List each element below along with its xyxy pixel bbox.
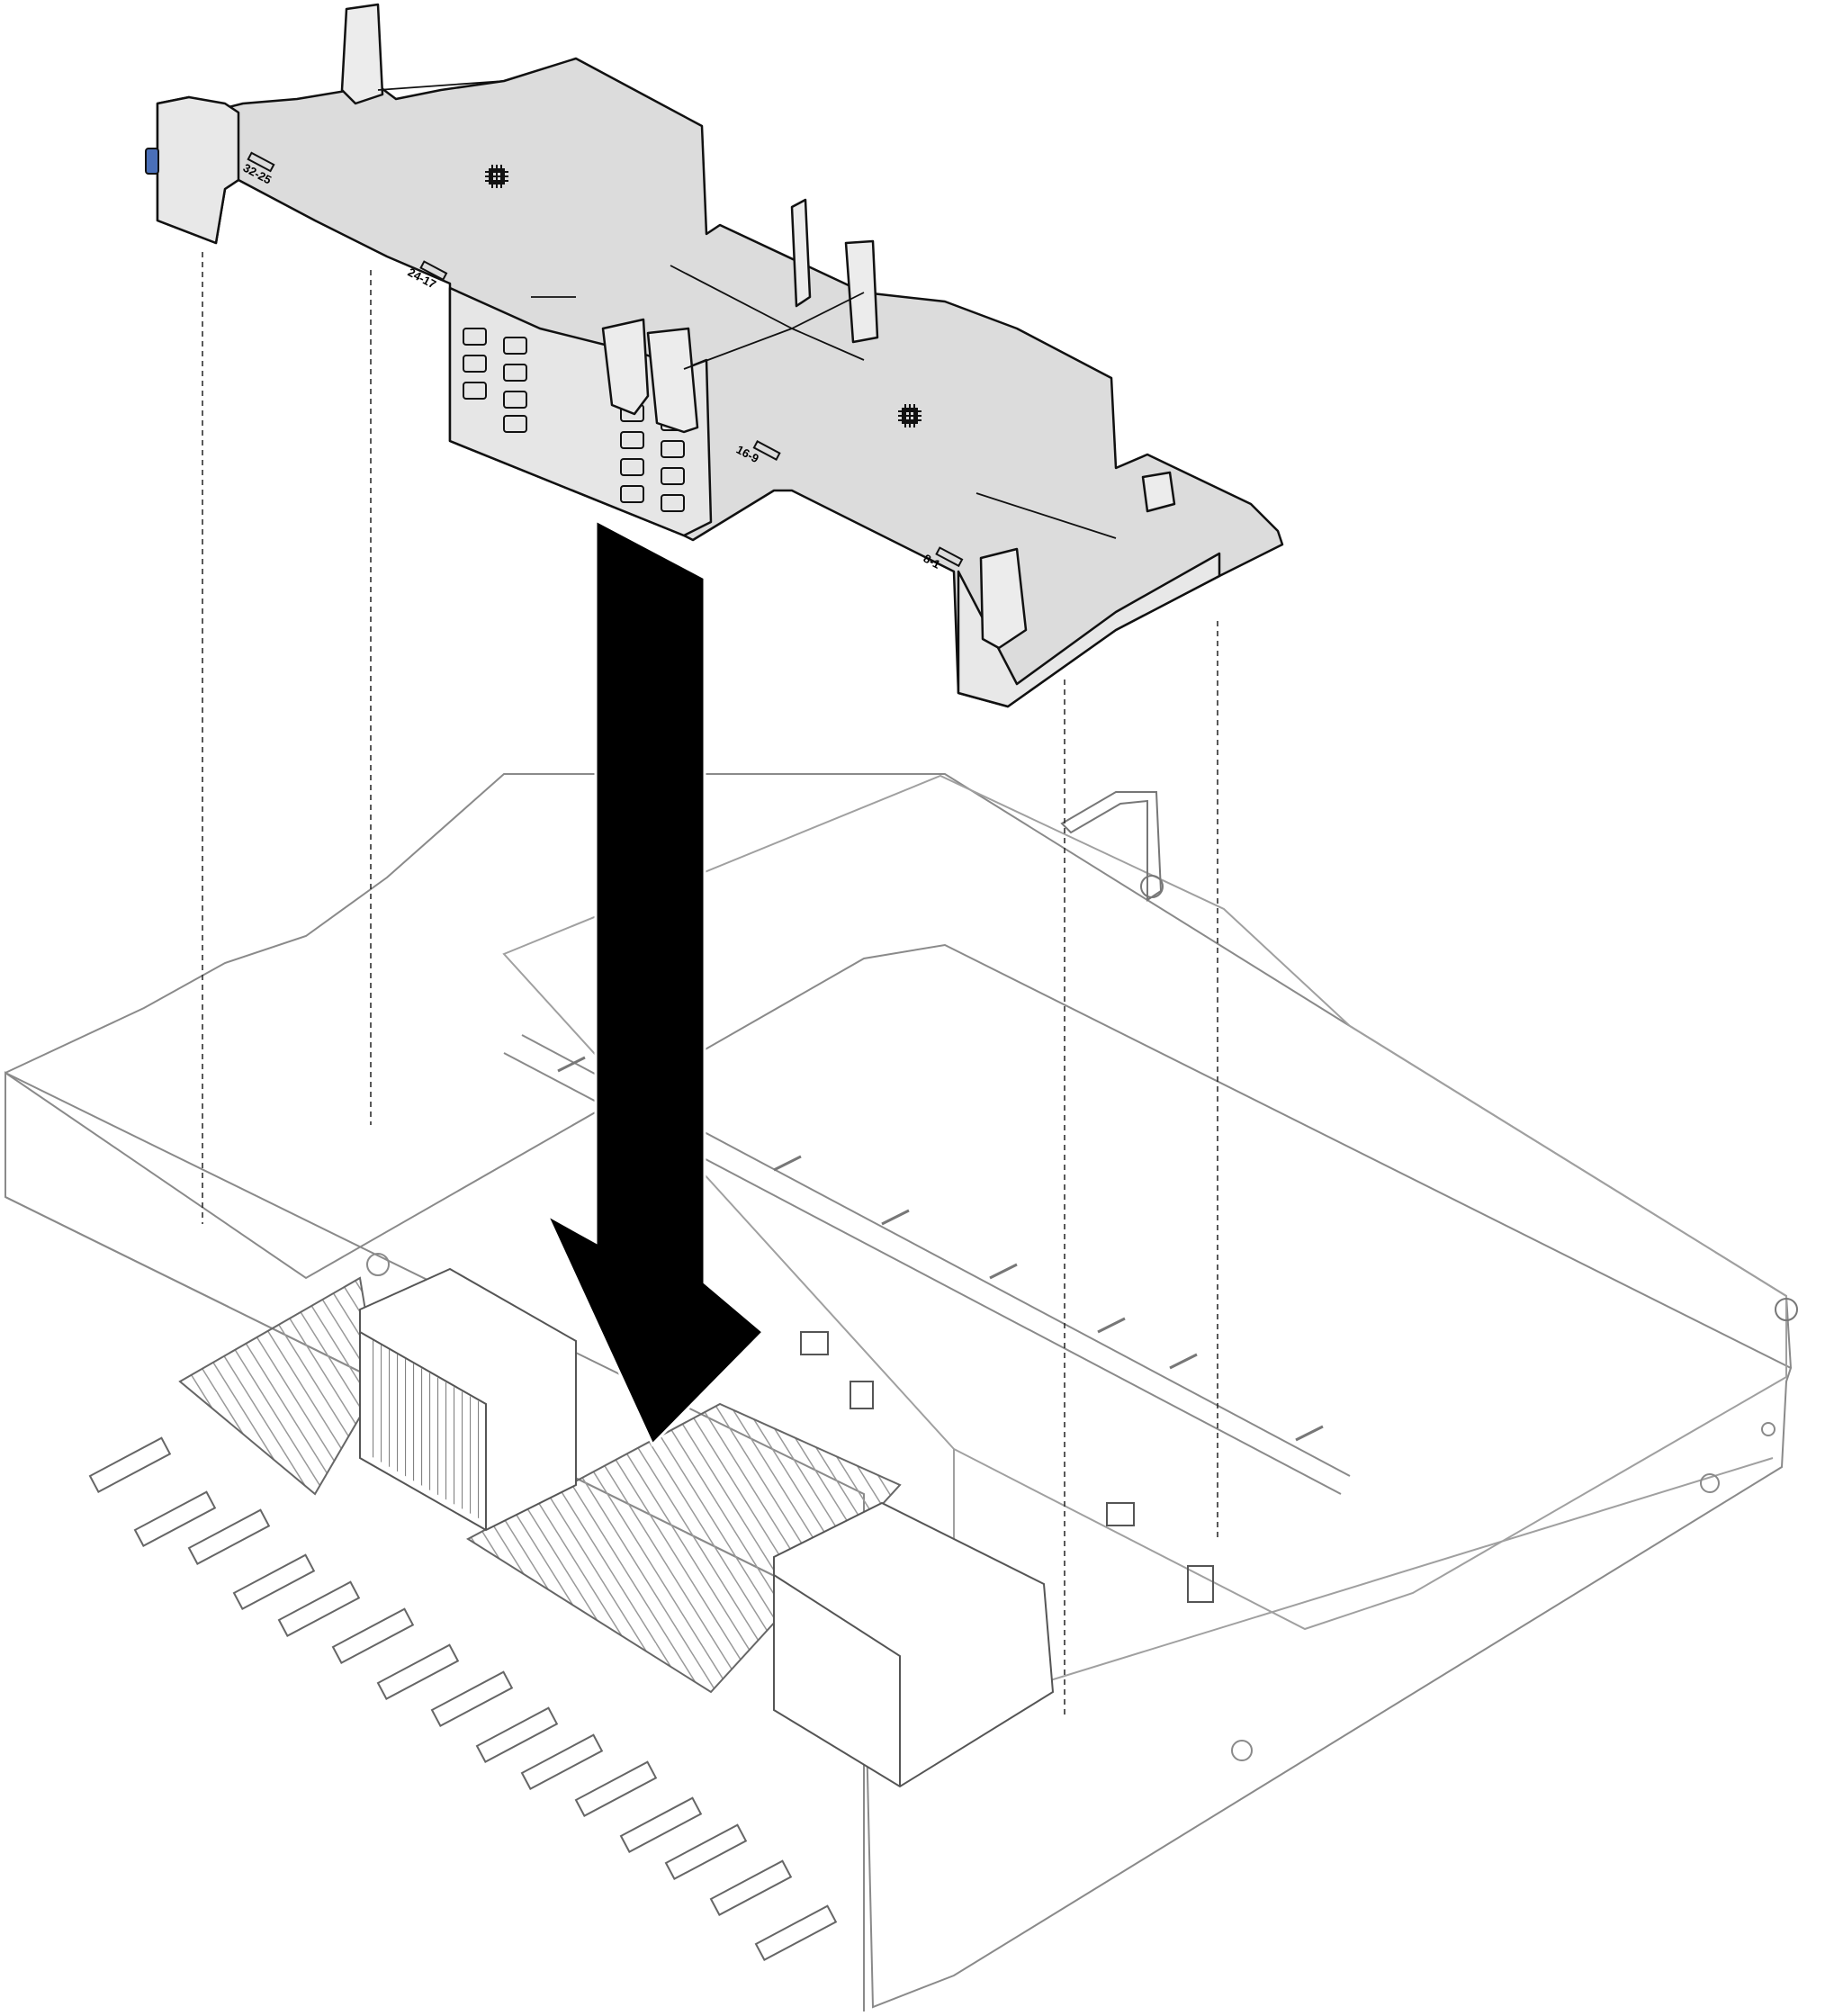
screw-hole-icon <box>1700 1473 1720 1493</box>
install-direction-arrow <box>544 518 766 1447</box>
baffle-right-wall <box>957 552 1221 708</box>
heatsink-right <box>773 1501 1055 1788</box>
vent-grill <box>463 328 685 512</box>
baffle-right-post <box>1141 471 1176 513</box>
dimm-bank-left <box>178 1276 380 1496</box>
dimm-icon <box>419 260 448 282</box>
dimm-icon <box>935 546 964 568</box>
top-cover <box>502 774 1787 1631</box>
chassis-rear-wall <box>4 773 1792 1369</box>
baffle-center-post <box>646 327 699 434</box>
connector <box>1106 1502 1135 1526</box>
chassis-outline <box>4 943 1793 2009</box>
connector <box>800 1331 829 1355</box>
baffle-pin <box>844 239 879 344</box>
pcie-slots <box>88 1436 838 1962</box>
thumbscrew-icon <box>1775 1298 1798 1321</box>
screw-hole-icon <box>366 1253 390 1276</box>
baffle-pin <box>790 198 812 308</box>
thumbscrew-icon <box>1140 875 1164 898</box>
screw-hole-icon <box>1231 1740 1253 1761</box>
dimm-icon <box>752 440 781 461</box>
baffle-center-post <box>601 318 650 416</box>
cover-side <box>953 1449 1774 1712</box>
air-baffle <box>145 3 1284 708</box>
baffle-left-wall <box>156 95 240 245</box>
processor-icon <box>898 404 921 428</box>
connector <box>850 1381 874 1409</box>
rear-handle <box>1060 791 1163 902</box>
server-chassis <box>4 773 1798 2012</box>
dimm-icon <box>247 151 275 173</box>
dimm-bank-center <box>466 1402 902 1694</box>
screw-hole-icon <box>1761 1422 1776 1436</box>
connector <box>1187 1565 1214 1603</box>
baffle-top-surface <box>156 57 1284 708</box>
baffle-right-post <box>979 547 1028 650</box>
touch-point-tab[interactable] <box>145 148 159 175</box>
processor-icon <box>485 165 508 188</box>
alignment-guides <box>202 252 1218 1714</box>
baffle-fold-lines <box>238 80 1117 539</box>
baffle-left-post <box>340 3 384 105</box>
